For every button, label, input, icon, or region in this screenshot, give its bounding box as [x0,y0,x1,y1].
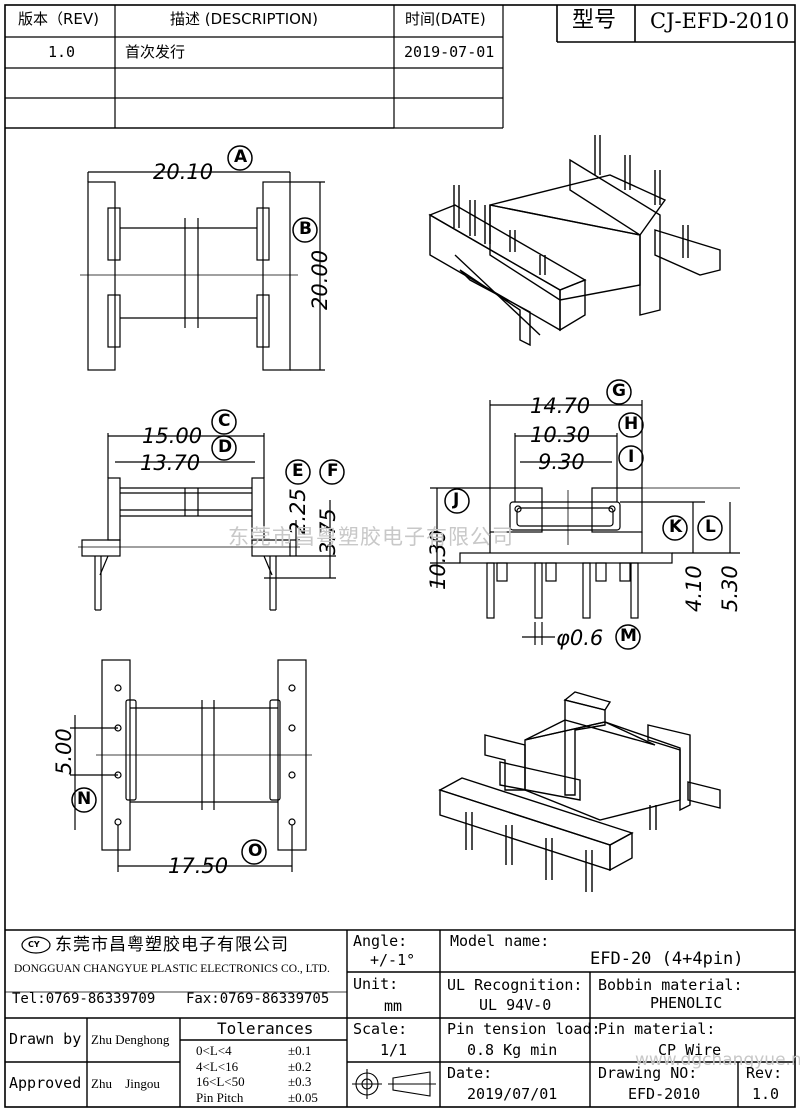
ul-label: UL Recognition: [447,976,583,994]
watermark-center: 东莞市昌粤塑胶电子有限公司 [228,525,514,549]
dim-a: 20.10 [153,160,214,184]
callout-e: E [292,461,304,481]
tolerance-value-1: ±0.1 [288,1043,312,1058]
angle-value: +/-1° [370,951,416,969]
model-name-label: Model name: [450,932,550,950]
ul-value: UL 94V-0 [479,996,552,1014]
tolerance-value-2: ±0.2 [288,1059,312,1074]
pin-tension-label: Pin tension load: [447,1020,601,1038]
callout-l: L [705,517,716,537]
dim-h: 10.30 [530,423,591,447]
date-header: 时间(DATE) [405,10,486,28]
pin-material-value: CP Wire [658,1041,722,1059]
dim-m: φ0.6 [556,626,604,650]
company-name-cn: 东莞市昌粤塑胶电子有限公司 [55,935,289,955]
angle-label: Angle: [353,932,408,950]
unit-label: Unit: [353,975,399,993]
rev-label: Rev: [746,1064,783,1082]
callout-m: M [620,626,637,646]
drawn-by-label: Drawn by [9,1030,82,1048]
desc-header: 描述 (DESCRIPTION) [170,10,319,28]
company-name-en: DONGGUAN CHANGYUE PLASTIC ELECTRONICS CO… [14,963,330,975]
tolerances-label: Tolerances [217,1019,314,1038]
tolerance-value-3: ±0.3 [288,1074,312,1089]
dim-b: 20.00 [308,249,332,310]
callout-g: G [612,381,626,401]
dim-d: 13.70 [140,451,201,475]
model-box-label: 型号 [572,8,617,33]
model-name-value: EFD-20 (4+4pin) [590,949,744,969]
bobbin-label: Bobbin material: [598,976,743,994]
drawing-no-label: Drawing NO: [598,1064,698,1082]
tolerance-range-3: 16<L<50 [196,1074,245,1089]
bobbin-value: PHENOLIC [650,994,723,1012]
callout-k: K [669,517,683,537]
company-fax: Fax:0769-86339705 [186,991,330,1007]
dim-c: 15.00 [142,424,203,448]
callout-h: H [624,414,639,434]
drawing-no-value: EFD-2010 [628,1085,701,1103]
scale-label: Scale: [353,1020,408,1038]
unit-value: mm [384,997,403,1015]
date-value: 2019/07/01 [467,1085,558,1103]
dim-i: 9.30 [538,450,585,474]
date-label: Date: [447,1064,493,1082]
dim-g: 14.70 [530,394,591,418]
rev-row-1-rev: 1.0 [48,43,76,61]
company-logo: CY [28,940,40,949]
rev-row-1-date: 2019-07-01 [404,43,495,61]
callout-o: O [248,841,263,861]
rev-value: 1.0 [752,1085,780,1103]
pin-material-label: Pin material: [598,1020,716,1038]
dim-k: 4.10 [682,565,706,612]
tolerance-value-4: ±0.05 [288,1090,318,1105]
callout-b: B [299,219,312,239]
drawn-by-value: Zhu Denghong [91,1032,170,1047]
dim-l: 5.30 [718,565,742,612]
tolerance-range-1: 0<L<4 [196,1043,232,1058]
callout-d: D [218,437,233,457]
rev-row-1-desc: 首次发行 [125,43,186,61]
watermark-corner: www.dgchangyue.net [635,1050,800,1070]
company-tel: Tel:0769-86339709 [12,991,156,1007]
approved-value: Zhu Jingou [91,1076,160,1091]
rev-header: 版本（REV) [18,10,100,28]
scale-value: 1/1 [380,1041,408,1059]
pin-tension-value: 0.8 Kg min [467,1041,558,1059]
callout-f: F [327,461,339,481]
dim-n: 5.00 [52,728,76,775]
approved-label: Approved [9,1074,82,1092]
tolerance-range-4: Pin Pitch [196,1090,244,1105]
callout-j: J [453,490,460,510]
tolerance-range-2: 4<L<16 [196,1059,239,1074]
callout-n: N [77,789,92,809]
callout-i: I [628,447,635,467]
dim-o: 17.50 [168,854,229,878]
callout-c: C [218,411,231,431]
model-box-value: CJ-EFD-2010 [650,9,790,33]
callout-a: A [234,147,248,167]
